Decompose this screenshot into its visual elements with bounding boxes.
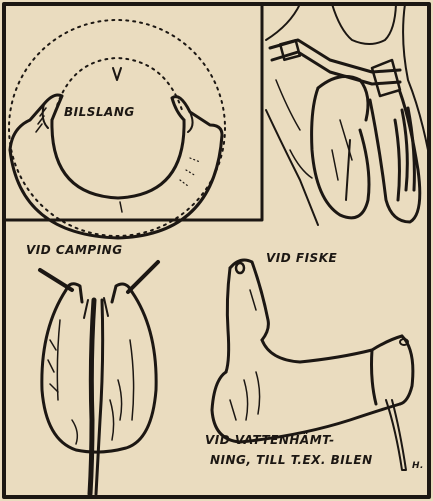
camping-bag-drawing — [40, 262, 158, 494]
label-bilslang: BILSLANG — [64, 106, 135, 118]
label-vatten-line1: VID VATTENHÄMT- — [205, 434, 335, 446]
label-camping: VID CAMPING — [26, 244, 123, 256]
tube-cross-section — [9, 20, 225, 238]
artist-signature: H. — [412, 462, 424, 471]
label-fiske: VID FISKE — [266, 252, 337, 264]
label-vatten-line2: NING, TILL T.EX. BILEN — [210, 454, 373, 466]
shoulder-strap-drawing — [266, 4, 428, 225]
